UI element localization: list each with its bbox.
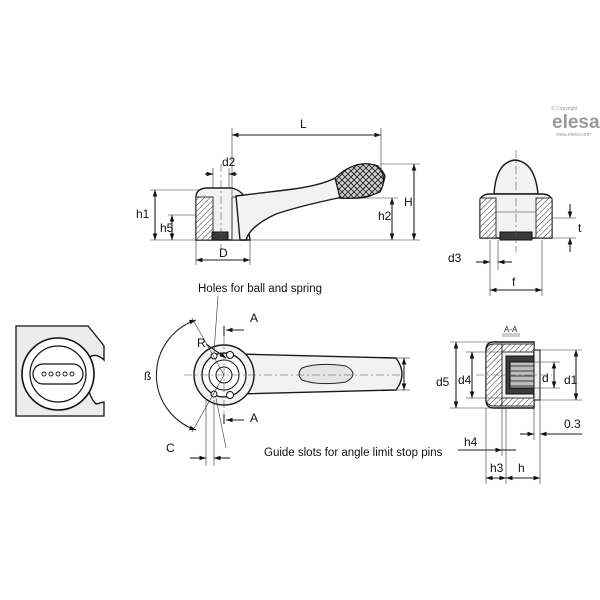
dim-d2: d2 xyxy=(222,155,236,169)
dim-d4: d4 xyxy=(458,373,472,387)
dim-h: h xyxy=(518,461,525,475)
detail-view xyxy=(15,325,105,417)
dim-h1: h1 xyxy=(136,207,150,221)
dim-d5: d5 xyxy=(436,375,450,389)
dim-d1: d1 xyxy=(564,373,578,387)
section-marker-top: A xyxy=(250,311,258,325)
dim-L: L xyxy=(300,117,307,131)
plan-view-dimensions: ß R C Holes for ball and spring Guide sl… xyxy=(144,283,443,466)
section-title: A-A xyxy=(504,325,518,334)
side-view-dimensions: L d2 D h1 h5 h2 H xyxy=(136,117,420,265)
dim-offset: 0.3 xyxy=(564,417,581,431)
svg-text:www.elesa.com: www.elesa.com xyxy=(556,132,591,138)
dim-h5: h5 xyxy=(160,221,174,235)
dim-d: d xyxy=(542,371,549,385)
plan-view: A A xyxy=(184,311,404,425)
end-view xyxy=(479,150,553,252)
dim-H: H xyxy=(404,195,413,209)
dim-R: R xyxy=(197,336,206,350)
dim-C: C xyxy=(166,441,175,455)
side-view xyxy=(195,163,386,250)
dim-t: t xyxy=(578,221,582,235)
dim-beta: ß xyxy=(144,369,151,383)
elesa-logo: © Copyright elesa www.elesa.com xyxy=(551,105,600,138)
dim-h4: h4 xyxy=(464,435,478,449)
dim-f: f xyxy=(512,275,516,289)
section-view: A-A xyxy=(476,325,552,409)
svg-text:© Copyright: © Copyright xyxy=(551,105,578,112)
svg-text:elesa: elesa xyxy=(552,112,600,133)
end-view-dimensions: t d3 f xyxy=(448,204,582,296)
dim-h2: h2 xyxy=(378,209,392,223)
section-view-dimensions: d5 d4 d d1 0.3 h4 h3 h xyxy=(436,341,582,484)
dim-h3: h3 xyxy=(490,461,504,475)
note-holes: Holes for ball and spring xyxy=(198,283,322,295)
dim-D: D xyxy=(219,246,228,260)
note-guide-slots: Guide slots for angle limit stop pins xyxy=(264,447,443,459)
dim-d3: d3 xyxy=(448,251,462,265)
section-marker-bottom: A xyxy=(250,411,258,425)
